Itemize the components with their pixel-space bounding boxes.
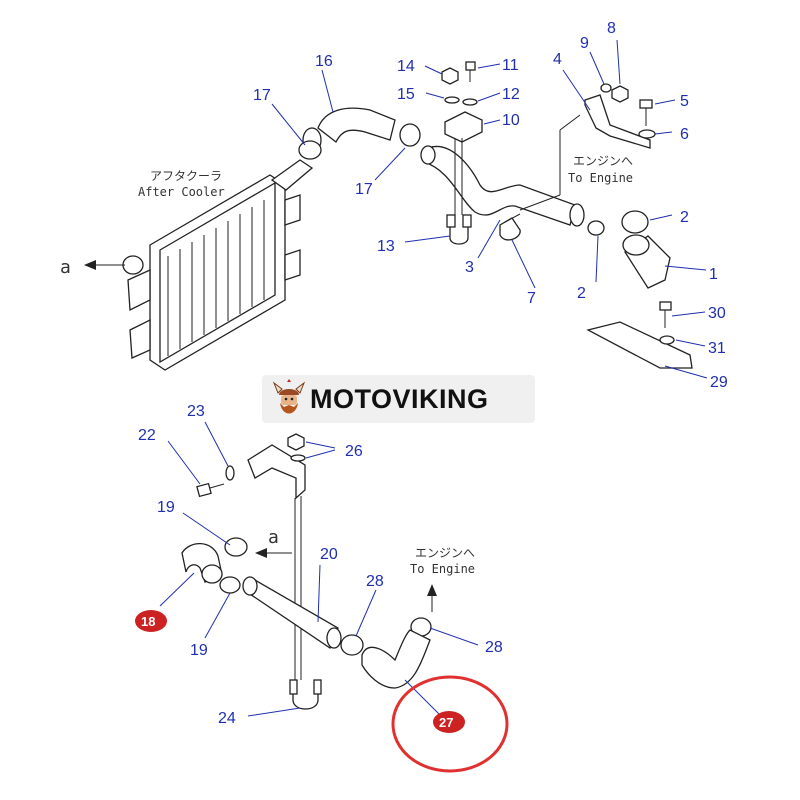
caption-to-engine-en-top: To Engine (568, 171, 633, 185)
clamp-28-left (340, 634, 364, 656)
label-17-upper: 17 (253, 87, 271, 104)
washer-31 (659, 335, 675, 345)
arrow-a-lower: a (255, 527, 292, 558)
viking-head-icon (272, 379, 306, 414)
nut-26 (287, 433, 305, 451)
highlight-circle-27 (391, 675, 509, 773)
washer-15 (444, 96, 460, 104)
u-bolt-24 (289, 679, 322, 710)
label-5: 5 (680, 93, 689, 110)
part-labels: 16 17 17 13 3 7 2 2 1 30 31 29 6 5 8 9 4… (138, 20, 728, 727)
caption-after-cooler-en: After Cooler (138, 185, 225, 199)
watermark-text: MOTOVIKING (310, 384, 489, 414)
caption-after-cooler-jp: アフタクーラ (150, 169, 222, 183)
label-28-upper: 28 (366, 573, 384, 590)
washer-26 (290, 454, 306, 462)
nut-14 (441, 67, 459, 85)
badge-18: 18 (135, 610, 167, 632)
washer-12 (462, 98, 478, 106)
label-19-lower: 19 (190, 642, 208, 659)
label-12: 12 (502, 86, 520, 103)
label-7: 7 (527, 290, 536, 307)
caption-to-engine-jp-lower: エンジンへ (415, 546, 475, 560)
hose-18 (181, 542, 223, 584)
label-8: 8 (607, 20, 616, 37)
nut-8 (611, 85, 629, 103)
label-31: 31 (708, 340, 726, 357)
caption-to-engine-jp-top: エンジンへ (573, 154, 633, 168)
label-2-lower: 2 (577, 285, 586, 302)
label-10: 10 (502, 112, 520, 129)
label-20: 20 (320, 546, 338, 563)
pipe-20 (242, 576, 342, 649)
u-bolt-13 (446, 214, 472, 245)
label-4: 4 (553, 51, 562, 68)
leader-lines (159, 39, 708, 717)
label-1: 1 (709, 266, 718, 283)
label-19-upper: 19 (157, 499, 175, 516)
label-16: 16 (315, 53, 333, 70)
badge-27: 27 (433, 711, 465, 733)
hose-27 (361, 629, 431, 689)
bracket-4 (559, 94, 651, 195)
bolt-11 (465, 61, 476, 82)
label-17-lower: 17 (355, 181, 373, 198)
cover-29 (586, 321, 693, 369)
washer-9 (600, 83, 612, 93)
washer-23 (225, 465, 235, 481)
label-29: 29 (710, 374, 728, 391)
label-11: 11 (502, 57, 519, 74)
u-bolt-7 (499, 213, 521, 241)
arrow-marker-label: a (60, 257, 71, 278)
label-2-right: 2 (680, 209, 689, 226)
caption-to-engine-en-lower: To Engine (410, 562, 475, 576)
bolt-5 (639, 99, 653, 126)
badge-18-text: 18 (141, 614, 155, 629)
clamp-17-lower (399, 123, 421, 147)
badge-27-text: 27 (439, 715, 453, 730)
arrow-a-top: a (60, 257, 125, 278)
label-15: 15 (397, 86, 415, 103)
bracket-lower (247, 444, 306, 680)
clamp-19-lower (219, 576, 241, 594)
bolt-22 (196, 482, 225, 498)
label-13: 13 (377, 238, 395, 255)
watermark-banner: MOTOVIKING (262, 375, 535, 423)
label-26: 26 (345, 443, 363, 460)
clamp-17-upper (298, 140, 322, 160)
arrow-marker-label-lower: a (268, 527, 279, 548)
arrow-to-engine-lower (427, 584, 437, 612)
label-30: 30 (708, 305, 726, 322)
washer-6 (638, 129, 656, 139)
label-6: 6 (680, 126, 689, 143)
clamp-19-upper (224, 537, 248, 557)
clamp-2-lower (587, 220, 605, 236)
label-22: 22 (138, 427, 156, 444)
label-28-lower: 28 (485, 639, 503, 656)
label-23: 23 (187, 403, 205, 420)
bracket-10 (444, 111, 483, 215)
label-3: 3 (465, 259, 474, 276)
label-24: 24 (218, 710, 236, 727)
bolt-30 (659, 301, 672, 328)
label-9: 9 (580, 35, 589, 52)
clamp-2-right (621, 210, 649, 234)
hose-1 (622, 234, 671, 289)
label-14: 14 (397, 58, 415, 75)
after-cooler (122, 159, 314, 371)
